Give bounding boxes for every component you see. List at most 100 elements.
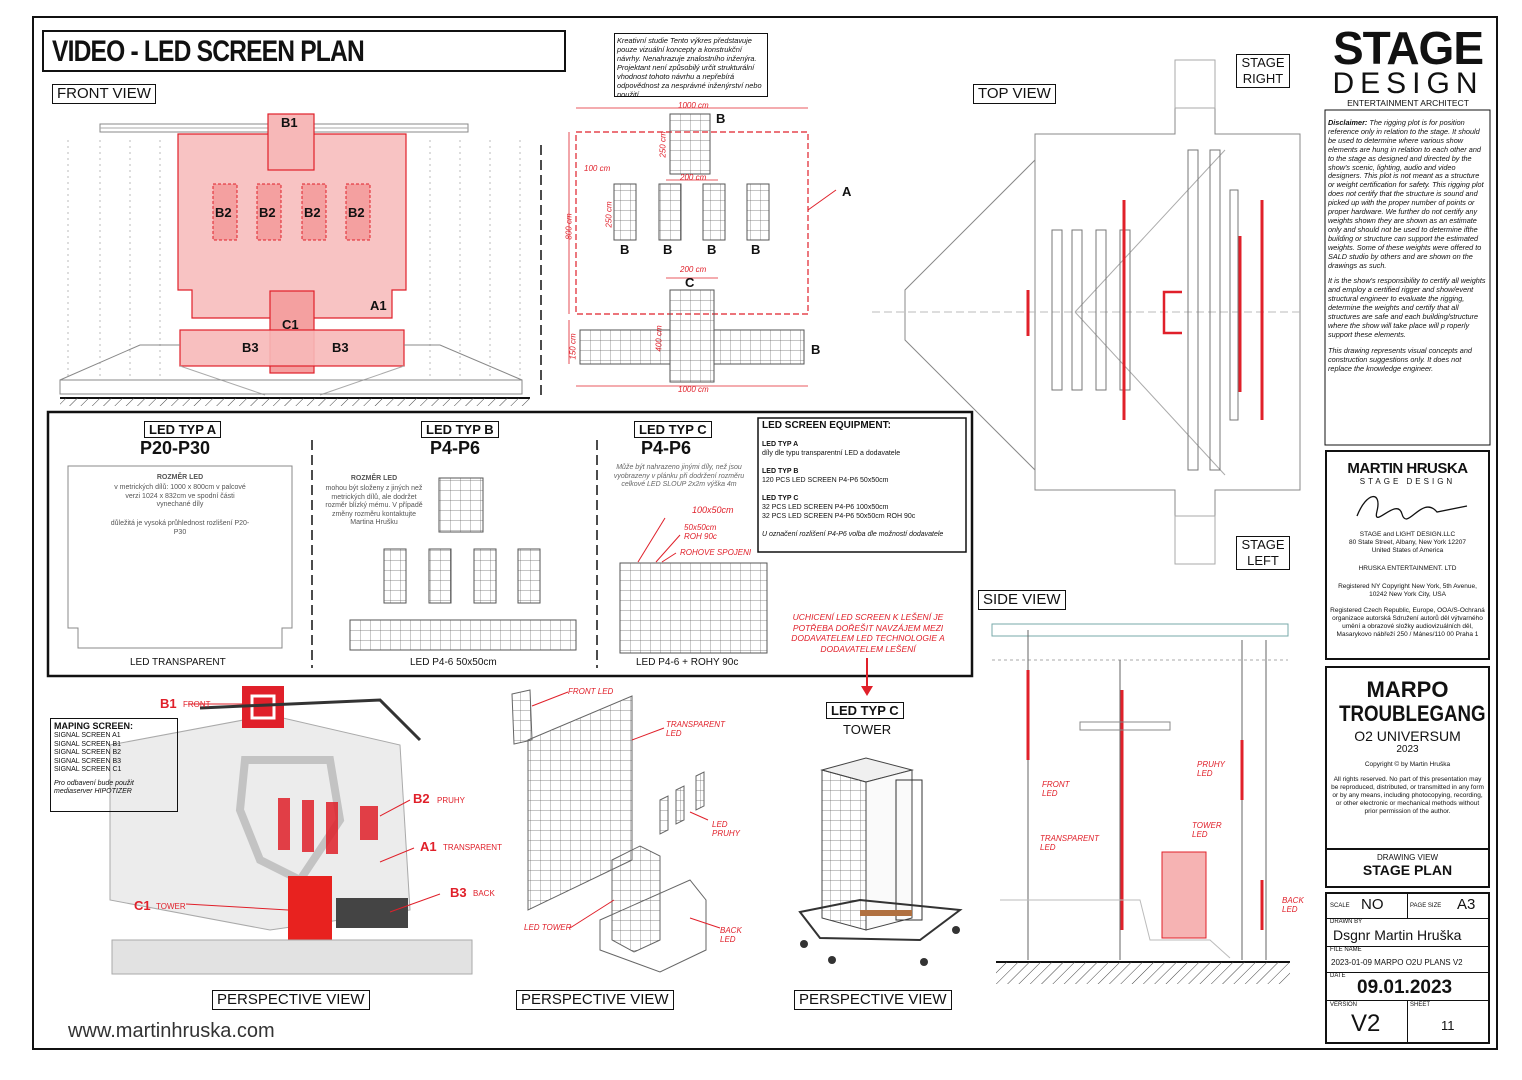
date-cell: DATE 09.01.2023 xyxy=(1327,972,1488,1001)
p2-transparent: TRANSPARENT LED xyxy=(666,720,725,738)
tower-type-label: LED TYP C xyxy=(826,702,904,719)
dim-100: 100 cm xyxy=(584,164,611,173)
mapping-line: SIGNAL SCREEN B3 xyxy=(54,757,122,765)
warning-text: UCHICENÍ LED SCREEN K LEŠENÍ JE POTŘEBA … xyxy=(791,612,945,654)
p1-c1: C1 xyxy=(134,898,151,913)
front-view-drawing xyxy=(59,113,530,406)
version-cell: VERSION V2 xyxy=(1327,1000,1408,1042)
logo-line1: STAGE xyxy=(1332,22,1484,74)
mapping-line: SIGNAL SCREEN A1 xyxy=(54,732,121,739)
dim-250-b: 250 cm xyxy=(604,201,614,228)
p1-b3-sub: BACK xyxy=(473,889,495,898)
p1-a1: A1 xyxy=(420,839,437,854)
scale-cell: SCALE NO xyxy=(1327,894,1408,919)
front-b1: B1 xyxy=(281,115,298,130)
disclaimer-text-2: It is the show's responsibility to certi… xyxy=(1328,276,1486,339)
project-venue: O2 UNIVERSUM xyxy=(1354,728,1461,744)
perspective-view-label-1: PERSPECTIVE VIEW xyxy=(212,990,370,1010)
equip-a-text: díly dle typu transparentní LED a dodava… xyxy=(762,450,901,457)
p2-tower: LED TOWER xyxy=(524,923,572,932)
equip-c-text1: 32 PCS LED SCREEN P4-P6 100x50cm xyxy=(762,504,889,511)
side-tower: TOWER LED xyxy=(1192,821,1222,839)
led-type-b-heading: ROZMĚR LED xyxy=(350,475,398,482)
led-type-a-note: důležitá je vysoká průhlednost rozlišení… xyxy=(110,520,250,536)
led-type-b-caption: LED P4-6 50x50cm xyxy=(410,657,497,668)
led-type-c-caption: LED P4-6 + ROHY 90c xyxy=(636,657,739,668)
front-a1: A1 xyxy=(370,298,387,313)
stage-design-logo: STAGE DESIGN ENTERTAINMENT ARCHITECT xyxy=(1330,22,1486,108)
top-view-label: TOP VIEW xyxy=(973,84,1056,104)
signature-icon xyxy=(1356,495,1468,520)
led-type-c-model: P4-P6 xyxy=(641,438,692,458)
filename-label: FILE NAME xyxy=(1330,947,1362,953)
dim-200-2: 200 cm xyxy=(680,265,707,274)
led-type-a-model: P20-P30 xyxy=(140,438,211,458)
front-view-label: FRONT VIEW xyxy=(52,84,156,104)
led-type-a-heading: ROZMĚR LED xyxy=(156,474,204,481)
led-type-b-drawing xyxy=(349,477,577,651)
led-type-b-label: LED TYP B xyxy=(421,421,499,438)
p1-b1-sub: FRONT xyxy=(183,700,211,709)
pagesize-cell: PAGE SIZE A3 xyxy=(1407,894,1488,919)
logo-line2: DESIGN xyxy=(1332,67,1484,100)
company-name: MARTIN HRUSKA xyxy=(1347,460,1468,477)
pagesize-value: A3 xyxy=(1457,896,1476,913)
side-back: BACK LED xyxy=(1282,896,1304,914)
equip-c-text2: 32 PCS LED SCREEN P4-P6 50x50cm ROH 90c xyxy=(762,513,916,520)
side-transparent: TRANSPARENT LED xyxy=(1040,834,1099,852)
p1-c1-sub: TOWER xyxy=(156,902,186,911)
p1-b2-sub: PRUHY xyxy=(437,796,466,805)
company-line-3: United States of America xyxy=(1371,547,1444,554)
stage-left-label: STAGE LEFT xyxy=(1236,536,1290,570)
project-block: MARPO TROUBLEGANG O2 UNIVERSUM 2023 Copy… xyxy=(1325,666,1490,888)
top-view-drawing xyxy=(872,59,1301,565)
plan-b4: B xyxy=(751,242,761,257)
p1-b3: B3 xyxy=(450,885,467,900)
led-types-panel xyxy=(46,410,974,678)
side-view-drawing xyxy=(991,623,1290,984)
side-pruhy: PRUHY LED xyxy=(1197,760,1225,778)
sheet-label: SHEET xyxy=(1410,1002,1431,1008)
perspective-1-drawing xyxy=(109,686,473,975)
meta-block: SCALE NO PAGE SIZE A3 DRAWN BY Dsgnr Mar… xyxy=(1325,892,1490,1044)
disclaimer-block: Disclaimer: The rigging plot is for posi… xyxy=(1328,118,1486,373)
led-type-c-dim3: ROHOVE SPOJENI xyxy=(680,548,752,557)
equipment-heading: LED SCREEN EQUIPMENT: xyxy=(762,420,891,431)
date-label: DATE xyxy=(1330,973,1346,979)
dim-200-1: 200 cm xyxy=(680,173,707,182)
led-type-a-text: v metrických dílů: 1000 x 800cm v palcov… xyxy=(114,484,246,508)
disclaimer-title: Disclaimer: xyxy=(1328,118,1368,127)
p2-back: BACK LED xyxy=(720,926,742,944)
equip-b-title: LED TYP B xyxy=(762,468,799,475)
dim-1000-bottom: 1000 cm xyxy=(678,385,709,394)
p1-b2: B2 xyxy=(413,791,430,806)
version-value: V2 xyxy=(1351,1010,1381,1037)
mapping-line: SIGNAL SCREEN B2 xyxy=(54,749,122,756)
led-type-c-label: LED TYP C xyxy=(634,421,712,438)
filename-cell: FILE NAME 2023-01-09 MARPO O2U PLANS V2 xyxy=(1327,946,1488,973)
led-type-a-label: LED TYP A xyxy=(144,421,222,438)
equip-b-text: 120 PCS LED SCREEN P4-P6 50x50cm xyxy=(762,477,889,484)
front-b3-2: B3 xyxy=(332,340,349,355)
website-url[interactable]: www.martinhruska.com xyxy=(68,1020,275,1042)
led-type-a-caption: LED TRANSPARENT xyxy=(130,657,226,668)
project-line-1: MARPO xyxy=(1366,677,1449,702)
side-front: FRONT LED xyxy=(1042,780,1070,798)
drawnby-label: DRAWN BY xyxy=(1330,919,1363,925)
company-line-1: STAGE and LIGHT DESIGN.LLC xyxy=(1359,531,1456,538)
sheet-value: 11 xyxy=(1441,1018,1455,1033)
dim-150: 150 cm xyxy=(568,333,578,360)
page-title: VIDEO - LED SCREEN PLAN xyxy=(52,35,365,68)
company-line-2: 80 State Street, Albany, New York 12207 xyxy=(1349,539,1466,546)
tower-name: TOWER xyxy=(843,722,892,737)
front-b2-3: B2 xyxy=(304,205,321,220)
equip-a-title: LED TYP A xyxy=(762,441,799,448)
company-line-6: Registered Czech Republic, Europe, OOA/S… xyxy=(1330,607,1485,638)
project-rights: All rights reserved. No part of this pre… xyxy=(1331,776,1484,815)
date-value: 09.01.2023 xyxy=(1357,977,1453,998)
plan-b2: B xyxy=(663,242,673,257)
drawnby-cell: DRAWN BY Dsgnr Martin Hruška xyxy=(1327,918,1488,947)
dim-800: 800 cm xyxy=(564,213,574,240)
plan-c: C xyxy=(685,275,695,290)
